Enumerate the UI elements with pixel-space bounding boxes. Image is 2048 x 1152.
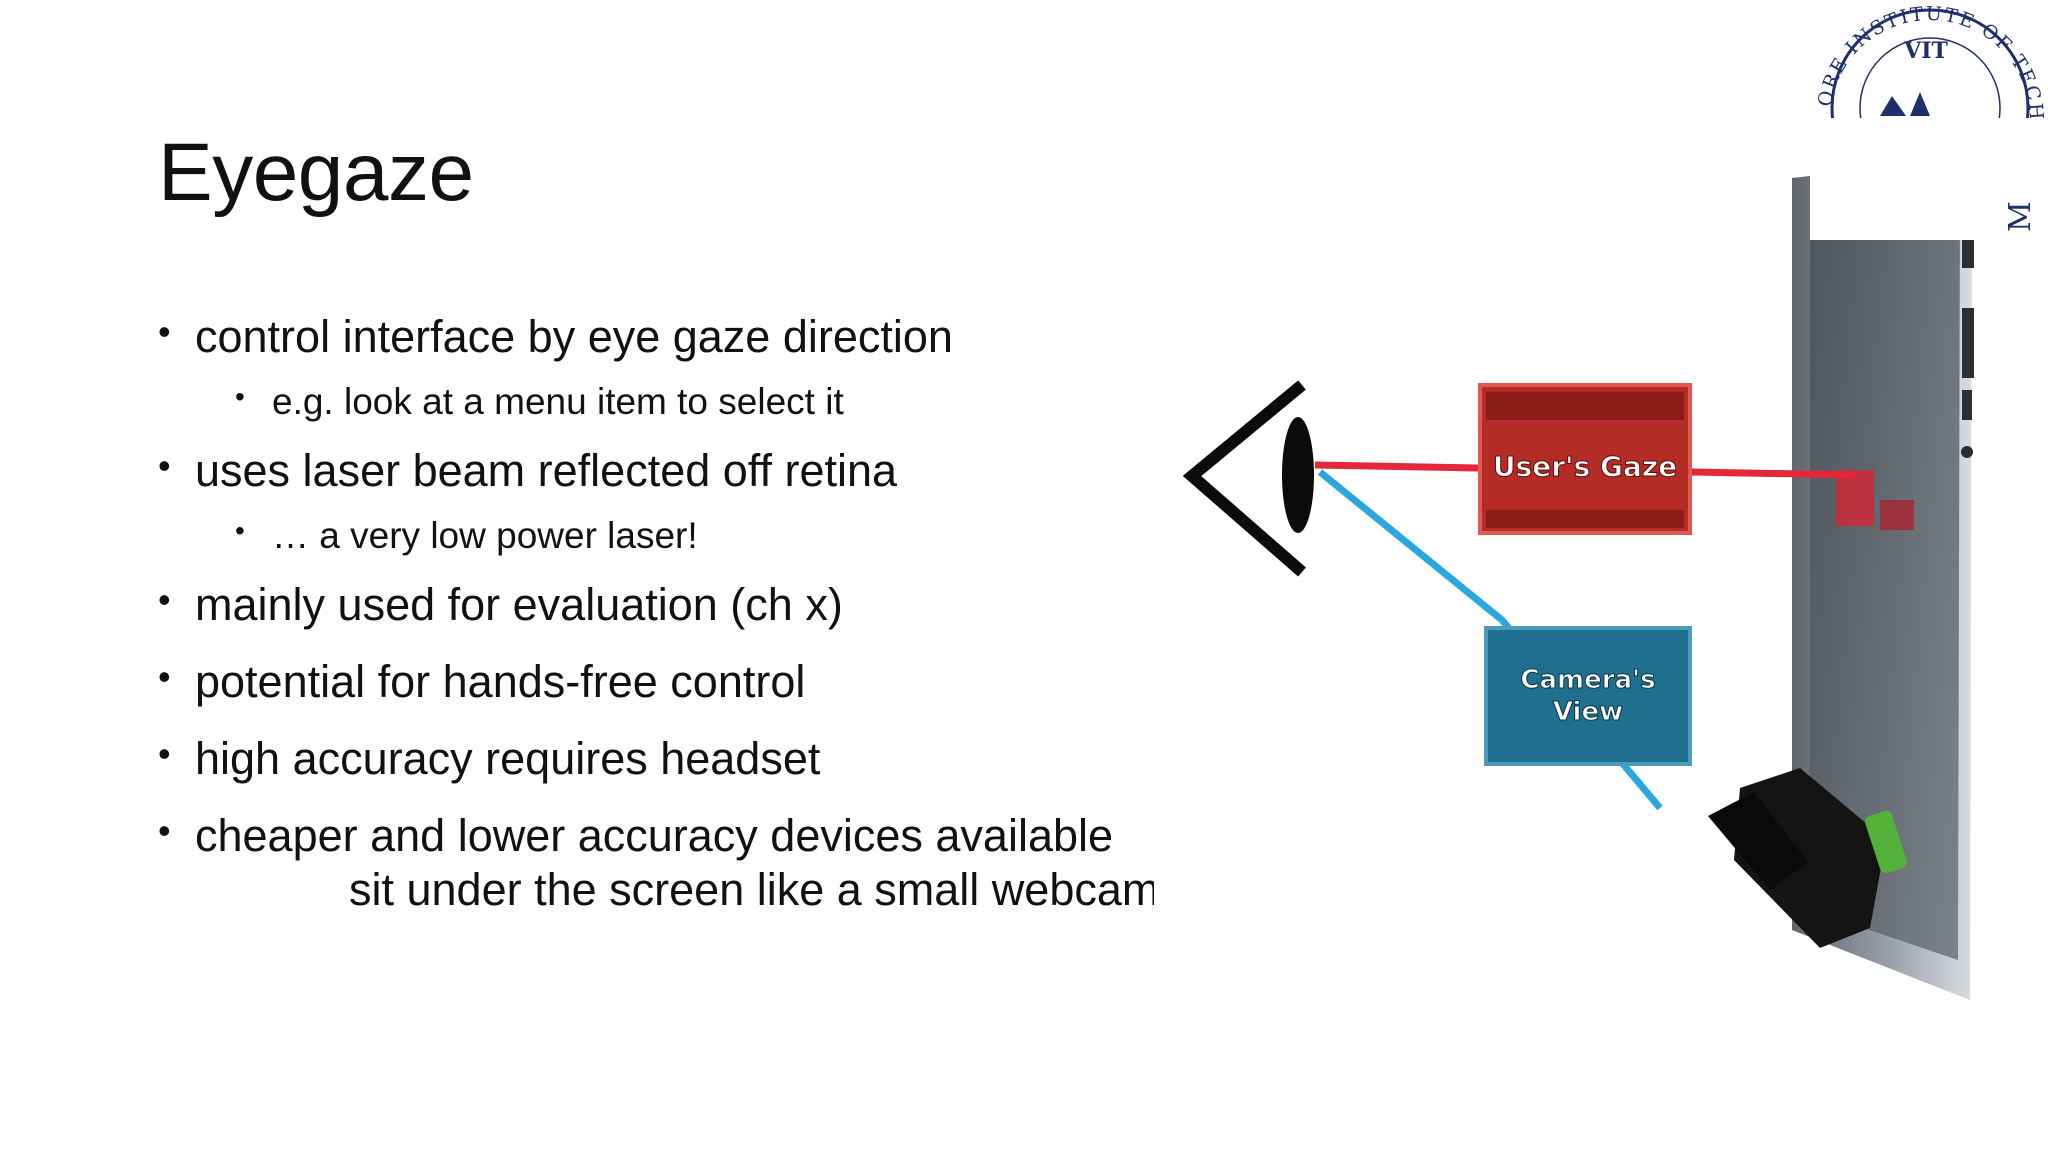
bullet-marker: • bbox=[158, 445, 171, 486]
camera-label-line2: View bbox=[1553, 697, 1623, 727]
vit-logo: ORE INSTITUTE OF TECHNOLOG VIT M bbox=[1810, 0, 2048, 240]
bullet-marker: • bbox=[158, 733, 171, 774]
bullet-text: potential for hands-free control bbox=[195, 656, 806, 707]
bullet-marker: • bbox=[158, 311, 171, 352]
bullet-text: … a very low power laser! bbox=[272, 515, 698, 556]
webcam-icon bbox=[1708, 768, 1908, 948]
camera-label-box: Camera's View bbox=[1484, 626, 1692, 766]
bullet-text: mainly used for evaluation (ch x) bbox=[195, 579, 843, 630]
bullet-marker: • bbox=[158, 810, 171, 851]
eyegaze-illustration: User's Gaze Camera's View bbox=[1182, 158, 1974, 1000]
gaze-label-box: User's Gaze bbox=[1478, 383, 1692, 535]
bullet-marker: • bbox=[158, 656, 171, 697]
bullet-text: high accuracy requires headset bbox=[195, 733, 821, 784]
tablet-device bbox=[1792, 158, 1974, 1000]
bullet-text: cheaper and lower accuracy devices avail… bbox=[195, 810, 1114, 861]
logo-center-text: VIT bbox=[1903, 38, 1948, 64]
slide-title: Eyegaze bbox=[158, 127, 474, 218]
bullet-text: control interface by eye gaze direction bbox=[195, 311, 953, 362]
text-column: • control interface by eye gaze directio… bbox=[158, 311, 1154, 915]
bullet-marker: • bbox=[158, 579, 171, 620]
bullet-text: uses laser beam reflected off retina bbox=[195, 445, 898, 496]
eye-icon bbox=[1182, 380, 1314, 577]
camera-label-line1: Camera's bbox=[1520, 665, 1655, 695]
bullet-marker: • bbox=[235, 515, 245, 546]
bullet-marker: • bbox=[235, 381, 245, 412]
gaze-label: User's Gaze bbox=[1493, 450, 1677, 483]
bullet-continuation: sit under the screen like a small webcam bbox=[349, 864, 1154, 915]
bullet-text: e.g. look at a menu item to select it bbox=[272, 381, 844, 422]
logo-side-mark: M bbox=[2003, 201, 2038, 232]
